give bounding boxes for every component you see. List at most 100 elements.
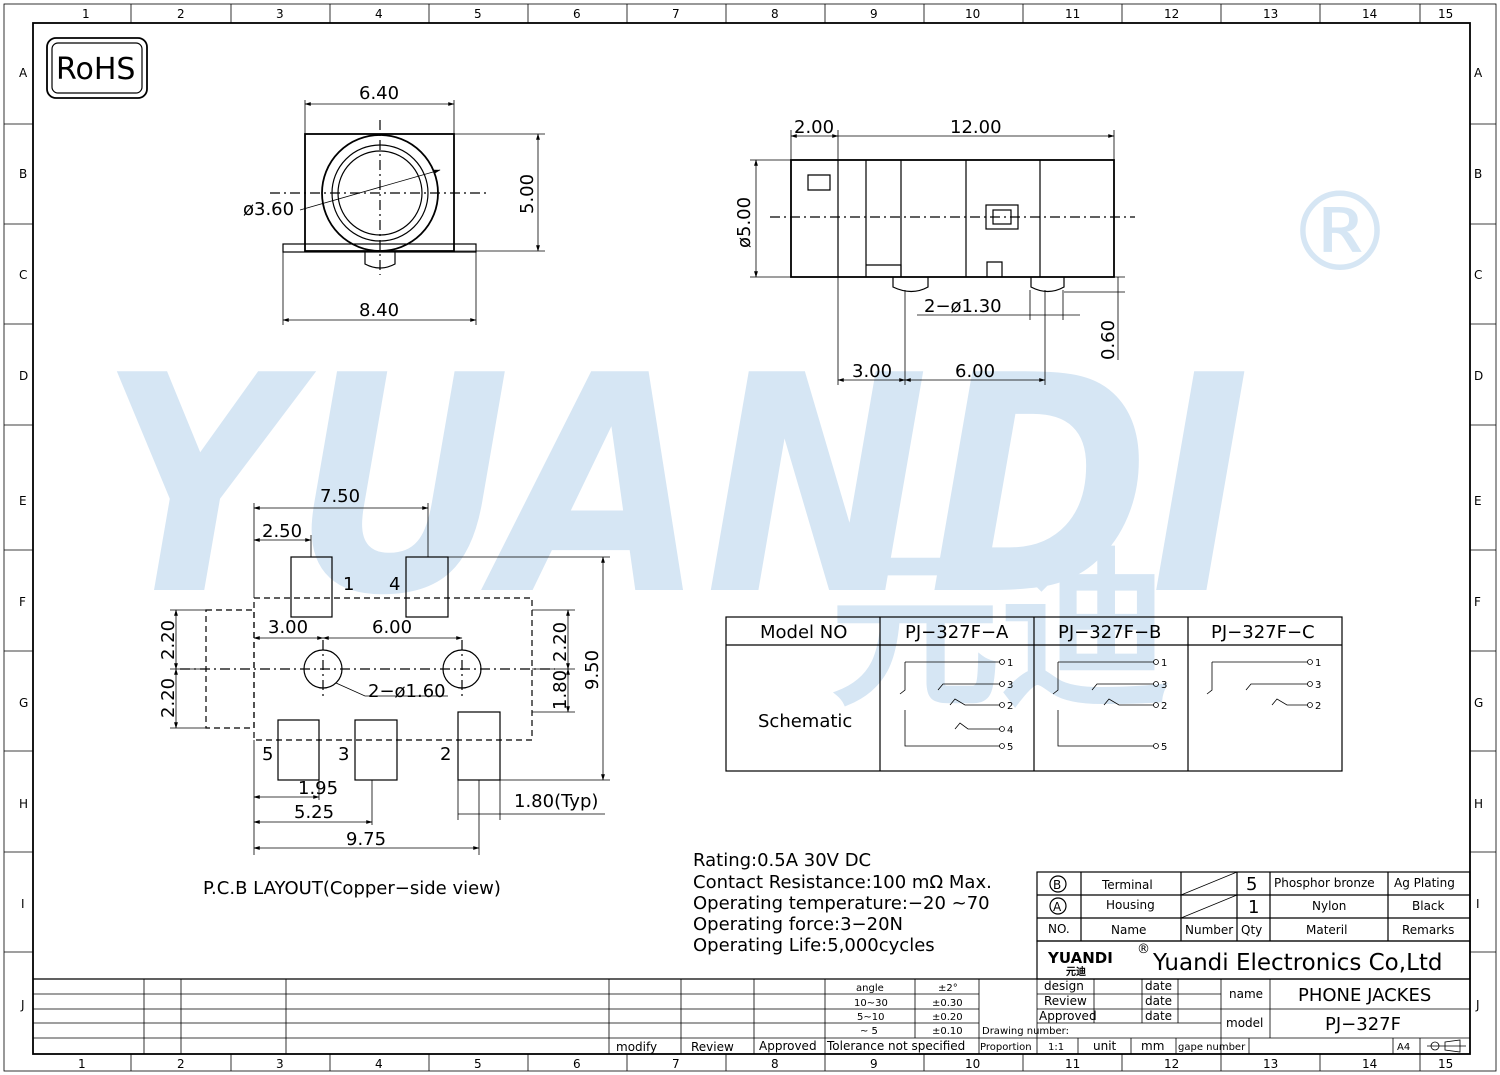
dim-pcb-l: 5.25 [294, 802, 334, 823]
pad-5 [277, 719, 320, 781]
pin-label: 3 [1315, 680, 1321, 691]
pin-label: 3 [1007, 680, 1013, 691]
company-logo-cn: 元迪 [1066, 965, 1086, 978]
grid-col-label: 7 [672, 1057, 680, 1071]
tb-date: date [1145, 1009, 1172, 1023]
tb-name-label: name [1229, 987, 1263, 1001]
dim-pcb-g: 2.20 [550, 622, 571, 662]
grid-row-label: E [1474, 494, 1482, 508]
bom-no: B [1053, 878, 1061, 892]
grid-col-label: 4 [375, 7, 383, 21]
spec-line: Operating force:3−20N [693, 914, 903, 935]
spec-line: Contact Resistance:100 mΩ Max. [693, 872, 992, 893]
spec-line: Operating Life:5,000cycles [693, 935, 935, 956]
title-block: modify Review Approved angle ±2° 10~30 ±… [33, 978, 1470, 1054]
schematic-c: 1 3 2 [1206, 658, 1321, 712]
dim-side-pin-h: 0.60 [1098, 320, 1119, 360]
dim-pcb-b: 2.50 [262, 521, 302, 542]
bom-header-name: Name [1111, 923, 1146, 937]
company-name: Yuandi Electronics Co,Ltd [1152, 950, 1443, 976]
grid-row-label: G [19, 696, 28, 710]
grid-col-label: 14 [1362, 7, 1377, 21]
grid-col-label: 11 [1065, 7, 1080, 21]
bom-remarks: Black [1412, 899, 1445, 913]
pad-label-5: 5 [262, 744, 273, 765]
pin-label: 5 [1161, 742, 1167, 753]
tb-date: date [1145, 994, 1172, 1008]
pin-label: 2 [1161, 701, 1167, 712]
schematic-b: 1 3 2 5 [1052, 658, 1167, 753]
dim-side-height: ø5.00 [734, 197, 755, 248]
dim-width-bottom: 8.40 [359, 300, 399, 321]
dim-pcb-j: 2−ø1.60 [368, 681, 446, 702]
dim-side-d2: 12.00 [950, 117, 1002, 138]
grid-col-label: 6 [573, 1057, 581, 1071]
grid-row-label: H [19, 797, 28, 811]
dim-pcb-k: 1.95 [298, 778, 338, 799]
schematic-row-label: Schematic [758, 711, 852, 732]
spec-line: Operating temperature:−20 ~70 [693, 893, 990, 914]
grid-col-label: 2 [177, 7, 185, 21]
bom-table: B A Terminal Housing 5 1 Phosphor bronze… [1036, 871, 1471, 942]
pad-4 [405, 556, 449, 618]
pad-label-1: 1 [343, 574, 354, 595]
grid-col-label: 7 [672, 7, 680, 21]
grid-col-label: 9 [870, 1057, 878, 1071]
dim-side-d1: 2.00 [794, 117, 834, 138]
dim-pcb-i: 9.50 [582, 650, 603, 690]
grid-row-label: B [19, 167, 27, 181]
tb-paper: A4 [1397, 1042, 1410, 1053]
dim-side-pins: 2−ø1.30 [924, 296, 1002, 317]
outer-border [3, 3, 1497, 1072]
dim-pcb-m: 9.75 [346, 829, 386, 850]
grid-col-label: 8 [771, 7, 779, 21]
bom-header-qty: Qty [1241, 923, 1262, 937]
pin-label: 1 [1007, 658, 1013, 669]
grid-col-label: 9 [870, 7, 878, 21]
pin-label: 1 [1161, 658, 1167, 669]
watermark-reg: ® [1285, 168, 1395, 296]
grid-col-label: 2 [177, 1057, 185, 1071]
grid-col-label: 12 [1164, 1057, 1179, 1071]
tol-value: ±2° [938, 983, 958, 994]
pin-label: 4 [1007, 725, 1013, 736]
tb-design: design [1044, 979, 1084, 993]
watermark-text: YUANDI [100, 312, 1250, 661]
grid-row-label: I [1476, 897, 1480, 911]
bom-name: Housing [1106, 898, 1155, 912]
grid-right-labels: A B C D E F G H I J [1474, 66, 1483, 1012]
tb-unit-value: mm [1141, 1039, 1164, 1053]
grid-col-label: 13 [1263, 7, 1278, 21]
rohs-badge: RoHS [46, 37, 148, 99]
watermark-cn: 元迪 [830, 533, 1170, 731]
tb-model-label: model [1226, 1016, 1263, 1030]
bom-material: Nylon [1312, 899, 1346, 913]
dim-height: 5.00 [517, 174, 538, 214]
grid-col-label: 10 [965, 7, 980, 21]
grid-row-label: F [1474, 595, 1481, 609]
tb-gape-number: gape number [1178, 1042, 1246, 1053]
tb-review: Review [1044, 994, 1087, 1008]
schematic-table: Model NO PJ−327F−A PJ−327F−B PJ−327F−C S… [725, 616, 1343, 772]
grid-row-label: B [1474, 167, 1482, 181]
company-logo: YUANDI [1047, 949, 1113, 967]
bom-name: Terminal [1101, 878, 1153, 892]
grid-row-label: A [19, 66, 28, 80]
dim-pcb-h: 1.80 [550, 670, 571, 710]
dim-side-p2: 6.00 [955, 361, 995, 382]
company-logo-reg: ® [1137, 942, 1150, 957]
grid-col-label: 11 [1065, 1057, 1080, 1071]
grid-row-label: C [1474, 268, 1482, 282]
grid-ticks [4, 4, 1496, 1071]
grid-col-label: 8 [771, 1057, 779, 1071]
grid-row-label: C [19, 268, 27, 282]
pad-3 [354, 719, 398, 781]
grid-row-label: E [19, 494, 27, 508]
pin-label: 5 [1007, 742, 1013, 753]
bom-no: A [1053, 900, 1062, 914]
grid-row-label: H [1474, 797, 1483, 811]
schematic-header-model: Model NO [760, 622, 847, 643]
pin-label: 3 [1161, 680, 1167, 691]
pcb-layout: 1 4 5 3 2 7.50 2.50 3.00 6.00 2.20 2.20 … [158, 486, 610, 899]
